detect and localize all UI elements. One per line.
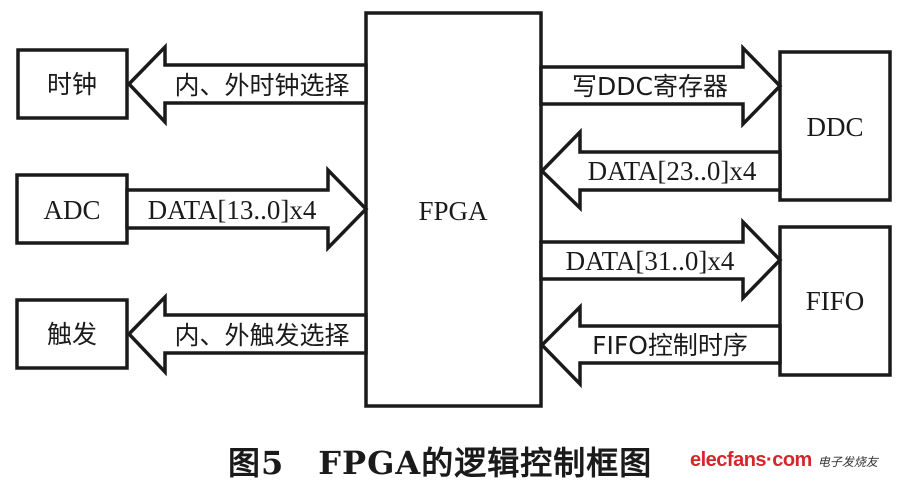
fifo-control-label: FIFO控制时序 — [592, 331, 748, 360]
watermark-subtitle: 电子发烧友 — [817, 455, 878, 469]
clock-block — [16, 48, 129, 120]
figure-title: FPGA的逻辑控制框图 — [318, 444, 653, 482]
watermark-brand: elecfans·com — [690, 449, 812, 471]
ddc-block — [778, 50, 892, 202]
fifo-data-arrow — [539, 217, 783, 303]
clock-select-arrow — [126, 42, 368, 127]
write-ddc-arrow — [539, 43, 783, 129]
clock-select-label: 内、外时钟选择 — [174, 71, 349, 100]
adc-data-label: DATA[13..0]x4 — [148, 195, 317, 225]
ddc-label: DDC — [806, 112, 863, 142]
fifo-data-label: DATA[31..0]x4 — [566, 246, 735, 276]
fpga-label: FPGA — [418, 196, 488, 226]
figure-number: 图5 — [228, 444, 285, 482]
adc-label: ADC — [43, 195, 100, 225]
figure-caption: 图5 FPGA的逻辑控制框图 — [228, 438, 652, 484]
fifo-block — [778, 225, 892, 377]
ddc-data-arrow — [539, 127, 782, 213]
fifo-control-arrow — [539, 302, 782, 389]
adc-block — [15, 173, 129, 245]
trigger-label: 触发 — [47, 320, 97, 349]
fpga-block — [364, 11, 543, 408]
write-ddc-label: 写DDC寄存器 — [572, 72, 728, 101]
fifo-label: FIFO — [806, 286, 865, 316]
adc-data-arrow — [125, 165, 369, 253]
trigger-select-label: 内、外触发选择 — [174, 321, 349, 350]
clock-label: 时钟 — [47, 70, 97, 99]
watermark: elecfans·com 电子发烧友 — [690, 449, 878, 472]
trigger-select-arrow — [126, 292, 368, 377]
ddc-data-label: DATA[23..0]x4 — [588, 156, 757, 186]
